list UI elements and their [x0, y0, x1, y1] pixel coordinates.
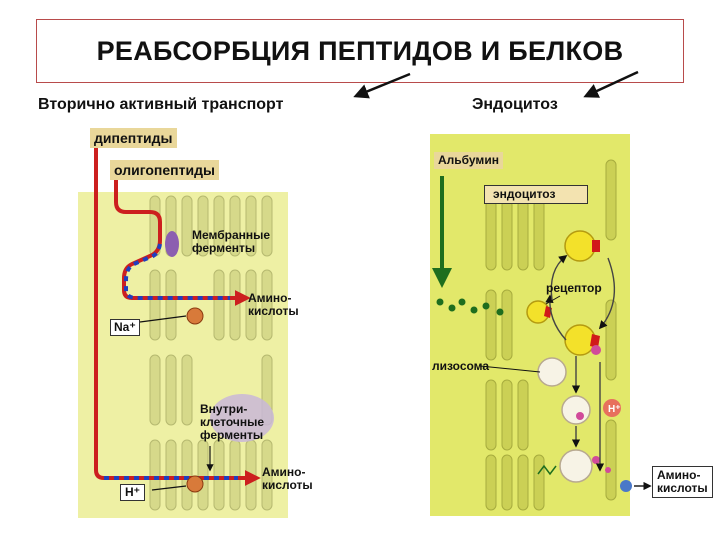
oligopeptides-label: олигопептиды [110, 160, 219, 180]
receptor-label: рецептор [546, 281, 602, 295]
na-transporter-icon [186, 307, 204, 325]
title-arrow-left [353, 72, 411, 99]
dipeptides-label: дипептиды [90, 128, 177, 148]
oligopeptide-pathway-blue [124, 243, 240, 300]
albumin-label: Альбумин [434, 152, 503, 169]
intracellular-enzymes-label: Внутри- клеточные ферменты [200, 402, 265, 442]
membrane-enzyme-icon [165, 231, 179, 257]
amino-acid-particle-icon [620, 480, 632, 492]
enzyme-stars [576, 345, 611, 473]
amino-acids-label-2: Амино- кислоты [262, 465, 313, 492]
albumin-dots [436, 298, 504, 316]
right-section-header: Эндоцитоз [472, 96, 558, 113]
page-title: РЕАБСОРБЦИЯ ПЕПТИДОВ И БЕЛКОВ [96, 36, 624, 66]
left-section-header: Вторично активный транспорт [38, 96, 284, 113]
h-ion-label-left: H⁺ [120, 484, 145, 501]
title-box: РЕАБСОРБЦИЯ ПЕПТИДОВ И БЕЛКОВ [36, 19, 684, 83]
amino-acids-label-right: Амино- кислоты [652, 466, 713, 498]
vesicle-1 [564, 230, 596, 262]
membrane-enzymes-label: Мембранные ферменты [192, 228, 271, 255]
lysosome-icon [537, 357, 567, 387]
vesicle-4 [561, 395, 591, 425]
amino-acids-label-1: Амино- кислоты [248, 291, 299, 318]
na-ion-label: Na⁺ [110, 319, 140, 336]
h-ion-label-right: H⁺ [608, 404, 621, 415]
h-transporter-icon [186, 475, 204, 493]
vesicle-3 [564, 324, 596, 356]
vesicle-5 [559, 449, 593, 483]
dipeptide-pathway [94, 138, 248, 480]
endocytosis-label: эндоцитоз [484, 185, 588, 204]
h-pump-icon [603, 399, 621, 417]
lysosome-label: лизосома [432, 359, 490, 373]
left-cell [78, 192, 288, 518]
title-arrow-right [583, 70, 639, 98]
